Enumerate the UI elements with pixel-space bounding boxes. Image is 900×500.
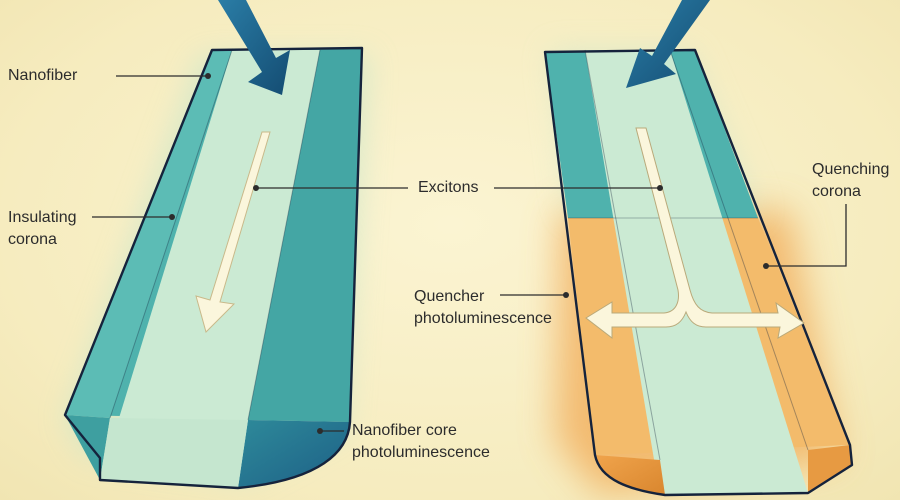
core-end-left (100, 418, 248, 488)
incident-light-arrow-left (218, 0, 290, 95)
nanofiber-core-right (585, 50, 808, 495)
label-core-line2: photoluminescence (352, 444, 490, 461)
label-quencher-line1: Quencher (414, 288, 485, 305)
label-excitons: Excitons (418, 177, 478, 199)
leader-dot-excitons-right (657, 185, 663, 191)
incident-light-arrow-right (626, 0, 710, 88)
fiber-outline-left (63, 46, 364, 490)
fiber-outline-right (543, 48, 854, 497)
label-quenching-line2: corona (812, 183, 861, 200)
right-nanofiber (543, 48, 854, 497)
nanofiber-core-left (100, 50, 320, 488)
label-nanofiber-text: Nanofiber (8, 67, 78, 84)
leader-dot-excitons-left (253, 185, 259, 191)
leader-dot-quenching-corona (763, 263, 769, 269)
insulating-corona-right-band (248, 48, 362, 422)
label-core-line1: Nanofiber core (352, 422, 457, 439)
label-core-photoluminescence: Nanofiber core photoluminescence (352, 420, 490, 464)
label-quencher-line2: photoluminescence (414, 310, 552, 327)
leader-dot-nanofiber (205, 73, 211, 79)
leader-quenching-corona (768, 204, 847, 267)
fiber-end-face-right (808, 445, 852, 493)
left-nanofiber (63, 46, 370, 490)
exciton-arrow-right (585, 127, 805, 340)
leader-dot-quencher (563, 292, 569, 298)
label-nanofiber: Nanofiber (8, 65, 77, 87)
label-quenching-corona: Quenching corona (812, 159, 889, 203)
label-insulating-corona: Insulating corona (8, 207, 77, 251)
label-excitons-text: Excitons (418, 179, 479, 196)
exciton-arrow-left (195, 131, 271, 333)
label-quenching-line1: Quenching (812, 161, 890, 178)
label-quencher-photoluminescence: Quencher photoluminescence (414, 286, 552, 330)
leader-dot-insulating-corona (169, 214, 175, 220)
fiber-end-left-face (65, 415, 110, 480)
fiber-end-cap-left (238, 420, 350, 488)
insulating-corona-left-shade (65, 50, 232, 418)
label-insulating-line1: Insulating (8, 209, 77, 226)
label-insulating-line2: corona (8, 231, 57, 248)
leader-dot-core (317, 428, 323, 434)
fiber-end-cap-right (595, 455, 665, 495)
